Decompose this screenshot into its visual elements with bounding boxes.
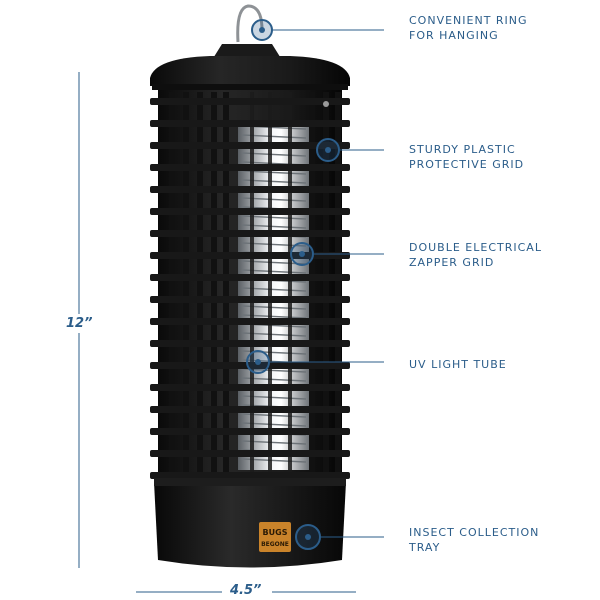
grid-bar bbox=[323, 92, 329, 480]
screw bbox=[323, 101, 329, 107]
callout-text: CONVENIENT RING bbox=[409, 14, 528, 27]
grid-fin bbox=[150, 186, 350, 193]
protective-grid bbox=[150, 90, 350, 482]
grid-fin bbox=[150, 428, 350, 435]
badge-text-top: BUGS bbox=[263, 528, 288, 537]
grid-bar bbox=[250, 92, 254, 480]
grid-fin bbox=[150, 230, 350, 237]
grid-fin bbox=[150, 384, 350, 391]
grid-fin bbox=[150, 296, 350, 303]
collection-tray bbox=[154, 478, 346, 568]
callout-uv-tube: UV LIGHT TUBE bbox=[409, 357, 594, 372]
callout-text: STURDY PLASTIC bbox=[409, 143, 516, 156]
grid-fin bbox=[150, 318, 350, 325]
grid-fin bbox=[150, 208, 350, 215]
grid-bar bbox=[211, 92, 217, 480]
callout-text: UV LIGHT TUBE bbox=[409, 358, 507, 371]
grid-bar bbox=[288, 92, 292, 480]
badge-text-bottom: BEGONE bbox=[261, 541, 289, 548]
callout-text: TRAY bbox=[409, 541, 441, 554]
grid-bar bbox=[197, 92, 203, 480]
grid-fin bbox=[150, 120, 350, 127]
grid-fin bbox=[150, 362, 350, 369]
callout-collection-tray: INSECT COLLECTION TRAY bbox=[409, 525, 594, 555]
callout-text: DOUBLE ELECTRICAL bbox=[409, 241, 542, 254]
brand-badge: BUGS BEGONE bbox=[259, 522, 291, 552]
grid-fin bbox=[150, 406, 350, 413]
width-label: 4.5” bbox=[230, 583, 262, 598]
vertical-bars bbox=[169, 92, 341, 480]
top-cap bbox=[150, 44, 350, 90]
callout-protective-grid: STURDY PLASTIC PROTECTIVE GRID bbox=[409, 142, 594, 172]
grid-bar bbox=[309, 92, 315, 480]
hanging-ring bbox=[236, 4, 264, 43]
grid-fin bbox=[150, 252, 350, 259]
height-label: 12” bbox=[66, 314, 93, 333]
callout-text: FOR HANGING bbox=[409, 29, 499, 42]
grid-bar bbox=[223, 92, 229, 480]
grid-fin bbox=[150, 450, 350, 457]
callout-hanging-ring: CONVENIENT RING FOR HANGING bbox=[409, 13, 594, 43]
grid-fin bbox=[150, 164, 350, 171]
grid-bar bbox=[183, 92, 189, 480]
grid-fin bbox=[150, 142, 350, 149]
grid-bar bbox=[268, 92, 272, 480]
grid-fin bbox=[150, 274, 350, 281]
grid-fin bbox=[150, 340, 350, 347]
callout-text: INSECT COLLECTION bbox=[409, 526, 540, 539]
grid-fin bbox=[150, 472, 350, 479]
callout-markers bbox=[246, 19, 384, 550]
callout-text: ZAPPER GRID bbox=[409, 256, 495, 269]
callout-zapper-grid: DOUBLE ELECTRICAL ZAPPER GRID bbox=[409, 240, 594, 270]
grid-bar bbox=[169, 92, 175, 480]
grid-bar bbox=[335, 92, 341, 480]
width-dimension-line bbox=[136, 584, 356, 600]
callout-text: PROTECTIVE GRID bbox=[409, 158, 525, 171]
grid-fin bbox=[150, 98, 350, 105]
